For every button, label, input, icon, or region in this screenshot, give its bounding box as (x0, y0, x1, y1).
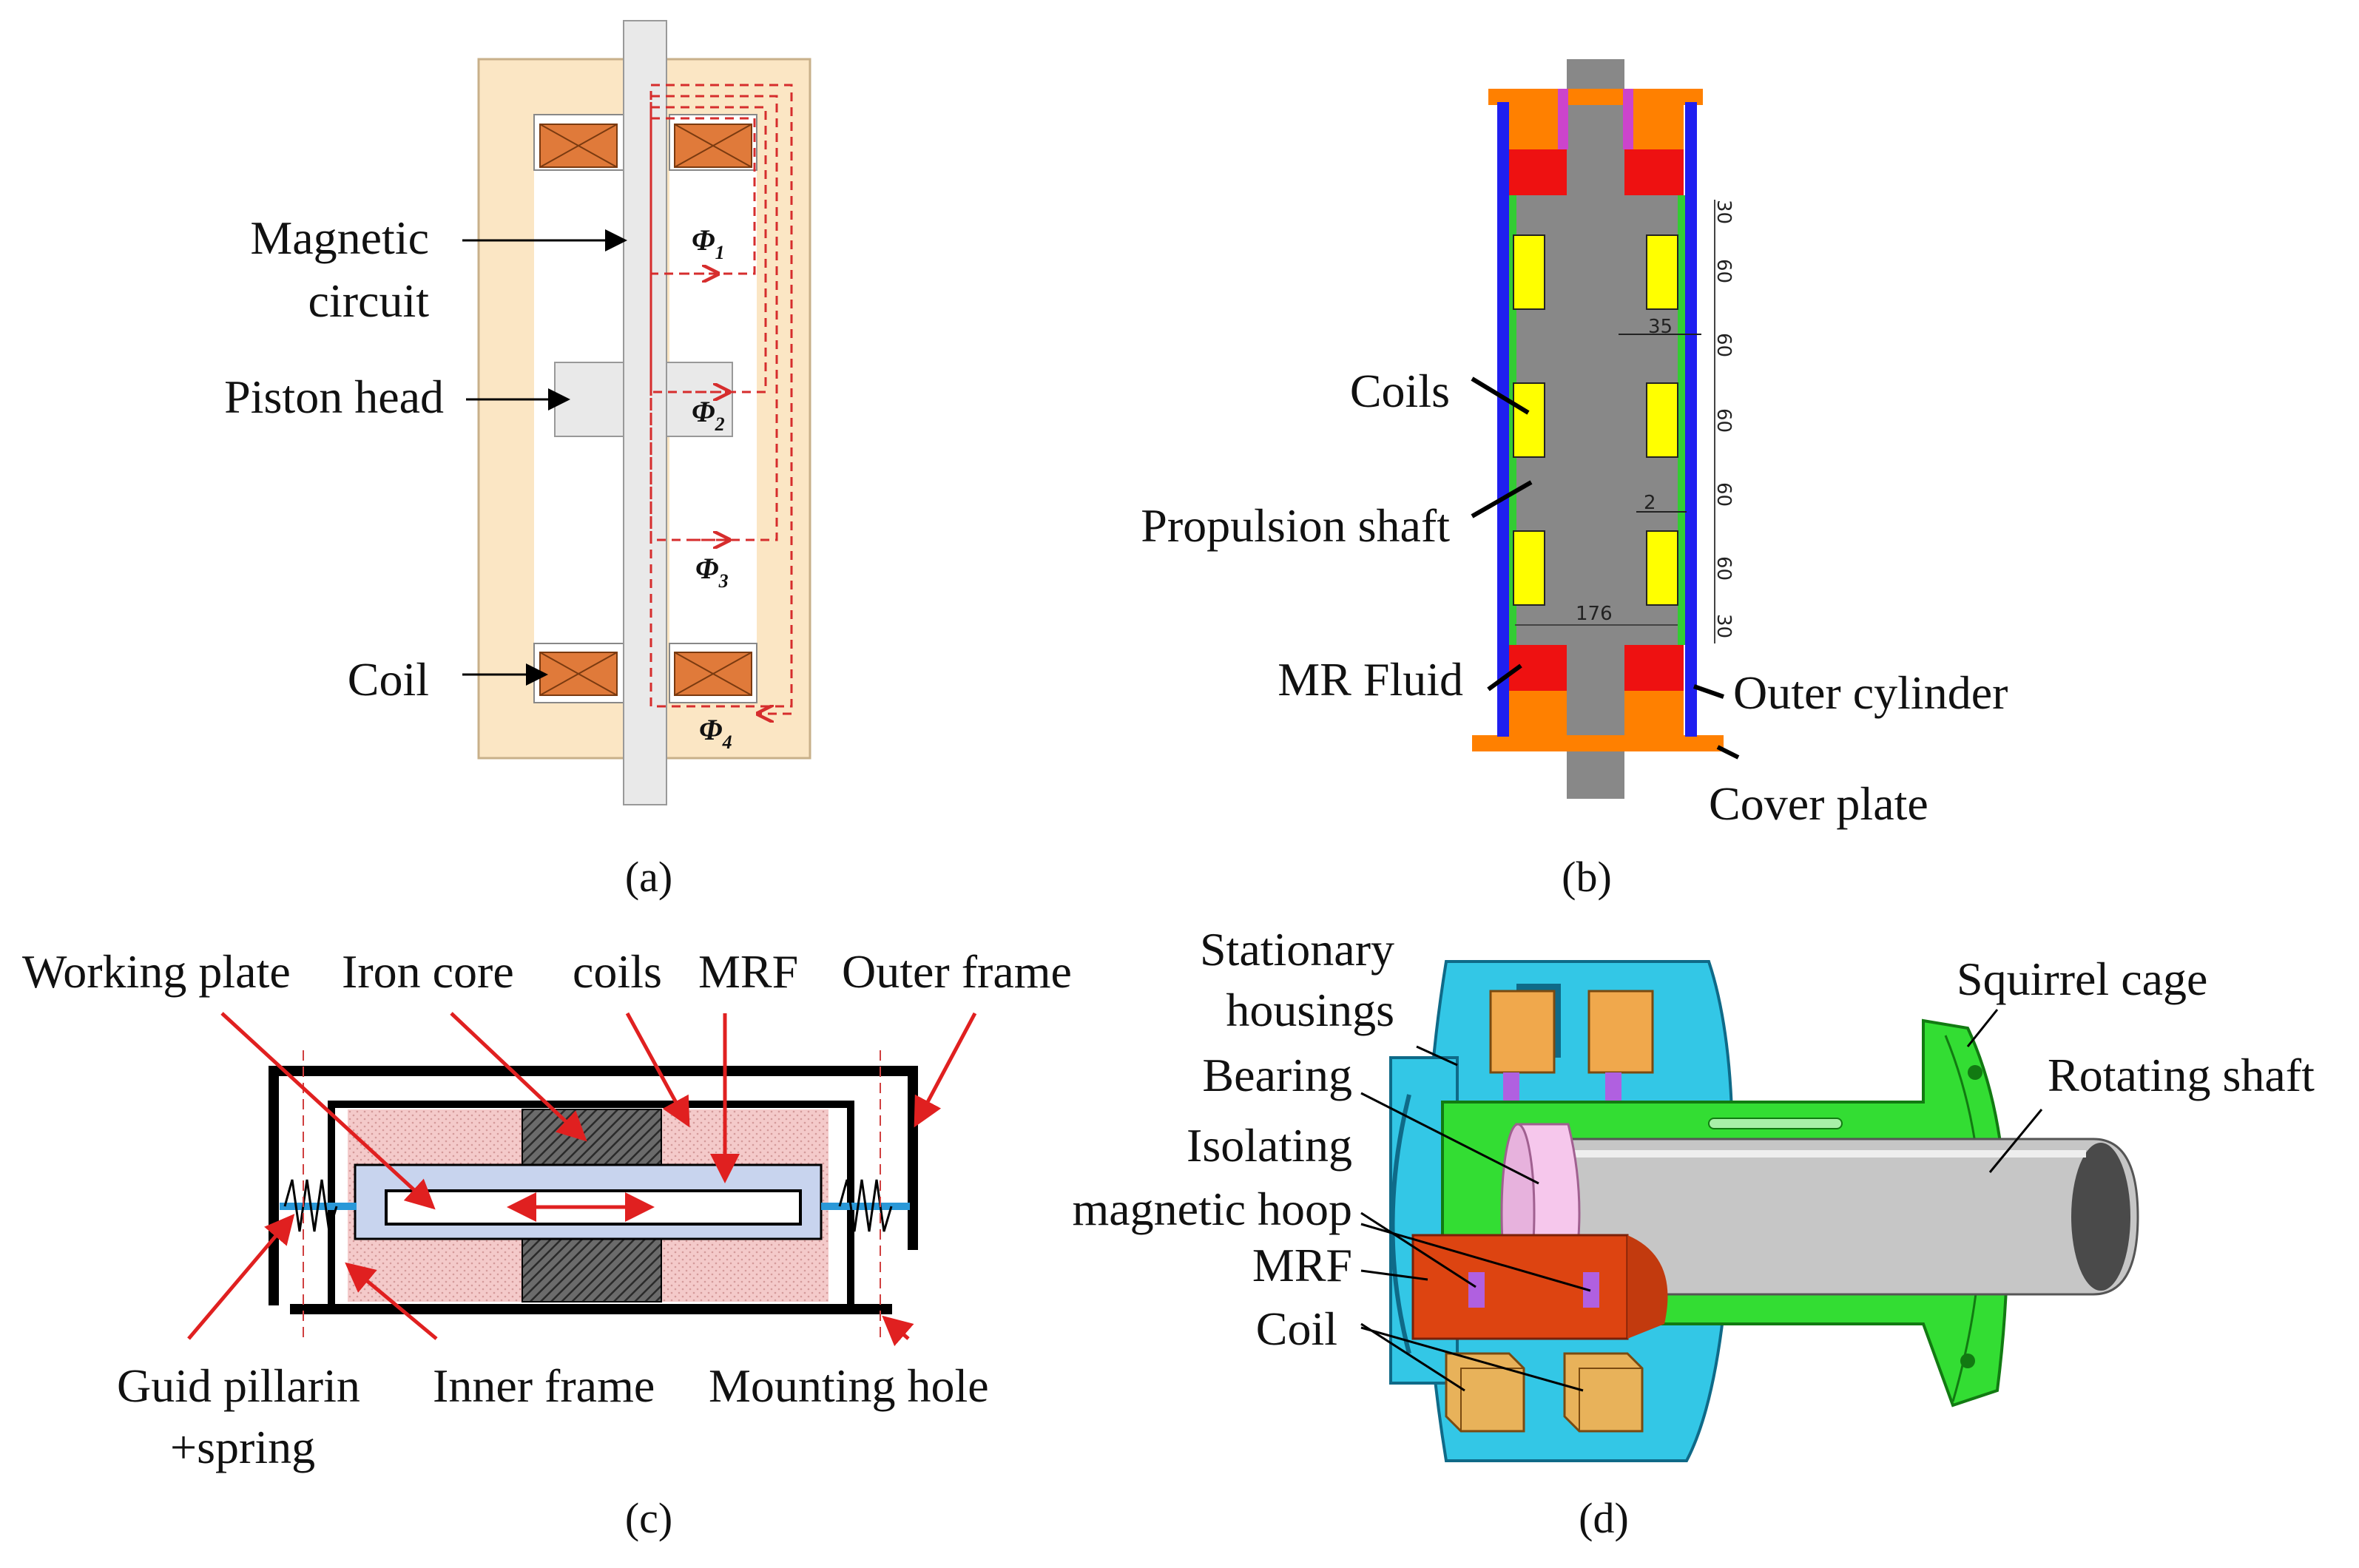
leader-mounting-hole (882, 1315, 914, 1347)
caption-a: (a) (625, 853, 672, 901)
label-outer-frame: Outer frame (842, 945, 1072, 998)
leader-iron-core (450, 1012, 587, 1142)
dimensions: 176 35 2 30 60 60 60 60 60 (1515, 200, 1735, 643)
label-mrf-d: MRF (1252, 1239, 1352, 1291)
panel-c: Working plate Iron core coils MRF Outer … (22, 945, 1072, 1542)
label-magnetic-circuit-1: Magnetic (250, 212, 429, 264)
label-coil-a: Coil (348, 653, 429, 706)
leader-mr-fluid (1487, 663, 1522, 692)
label-mr-fluid: MR Fluid (1278, 653, 1463, 706)
caption-c: (c) (625, 1494, 672, 1542)
label-inner-frame: Inner frame (433, 1359, 655, 1412)
dim-stack-5: 60 (1712, 556, 1735, 581)
leader-outer-cylinder (1693, 684, 1724, 699)
leader-propulsion-shaft (1471, 480, 1533, 518)
label-mrf-c: MRF (698, 945, 798, 998)
label-guide-pillar-2: +spring (170, 1421, 315, 1473)
label-piston-head: Piston head (224, 371, 444, 423)
label-stationary-housings-2: housings (1226, 984, 1394, 1036)
leader-stationary-housings (1416, 1045, 1458, 1067)
cover-plate (1472, 735, 1724, 751)
coil-lower-1 (1445, 1352, 1525, 1433)
leader-inner-frame (345, 1262, 438, 1340)
label-outer-cylinder: Outer cylinder (1733, 666, 2008, 719)
dim-stack-2: 60 (1712, 333, 1735, 357)
panel-b: 176 35 2 30 60 60 60 60 60 (1141, 59, 2008, 901)
coil-upper-2 (1587, 990, 1654, 1074)
label-guide-pillar-1: Guid pillarin (117, 1359, 360, 1412)
leader-coils-c (625, 1012, 690, 1128)
dim-2: 2 (1644, 492, 1656, 514)
label-coils-c: coils (573, 945, 662, 998)
label-squirrel-cage: Squirrel cage (1957, 953, 2207, 1005)
coil-icon (539, 124, 752, 696)
leader-guide-pillar (187, 1214, 295, 1340)
dim-35: 35 (1648, 316, 1673, 338)
rotating-shaft (1522, 1138, 2139, 1296)
label-rotating-shaft: Rotating shaft (2048, 1049, 2315, 1101)
leader-bearing (1360, 1092, 1539, 1185)
phi-3: Φ3 (695, 552, 729, 592)
label-cover-plate: Cover plate (1709, 777, 1928, 830)
caption-d: (d) (1579, 1494, 1629, 1542)
spring-left (283, 1179, 338, 1232)
label-propulsion-shaft: Propulsion shaft (1141, 499, 1450, 552)
dim-stack-1: 60 (1712, 259, 1735, 283)
label-isolating-2: magnetic hoop (1072, 1183, 1352, 1235)
coils-group (1513, 234, 1678, 606)
dim-176: 176 (1576, 603, 1613, 625)
label-isolating-1: Isolating (1187, 1119, 1352, 1172)
label-magnetic-circuit-2: circuit (308, 274, 430, 327)
leader-working-plate (220, 1012, 436, 1210)
coil-upper-1 (1489, 990, 1556, 1074)
phi-1: Φ1 (692, 223, 725, 263)
outer-frame (269, 1066, 918, 1305)
panel-d: Stationary housings Bearing Isolating ma… (1072, 923, 2315, 1542)
caption-b: (b) (1562, 853, 1612, 901)
outer-cylinder (1497, 102, 1509, 737)
label-coils-b: Coils (1350, 365, 1450, 417)
leader-cover-plate (1716, 745, 1740, 760)
label-bearing: Bearing (1202, 1049, 1352, 1101)
leader-rotating-shaft (1988, 1109, 2043, 1173)
spring-right (838, 1179, 893, 1232)
panel-a: Φ1 Φ2 Φ3 Φ4 Magnetic circuit Piston head… (224, 20, 811, 901)
label-working-plate: Working plate (22, 945, 291, 998)
coil-lower-2 (1563, 1352, 1644, 1433)
phi-2: Φ2 (692, 395, 725, 435)
leader-isolating-1 (1360, 1212, 1477, 1288)
leader-mrf-d (1360, 1269, 1428, 1281)
leader-isolating-2 (1360, 1223, 1591, 1292)
dim-stack-6: 30 (1712, 614, 1735, 638)
piston-rod (623, 20, 667, 805)
phi-4: Φ4 (699, 713, 732, 753)
dim-stack-3: 60 (1712, 408, 1735, 433)
leader-squirrel-cage (1966, 1009, 1999, 1047)
dim-stack-4: 60 (1712, 482, 1735, 507)
label-coil-d: Coil (1256, 1302, 1337, 1355)
leader-coils-b (1471, 376, 1530, 415)
flux-lines (649, 84, 793, 714)
label-iron-core: Iron core (342, 945, 514, 998)
label-mounting-hole: Mounting hole (709, 1359, 989, 1412)
leader-outer-frame (914, 1012, 977, 1128)
dim-stack-0: 30 (1712, 200, 1735, 224)
leader-coil-d-1 (1360, 1322, 1465, 1392)
leader-coil-d-2 (1360, 1326, 1584, 1392)
label-stationary-housings-1: Stationary (1200, 923, 1394, 976)
